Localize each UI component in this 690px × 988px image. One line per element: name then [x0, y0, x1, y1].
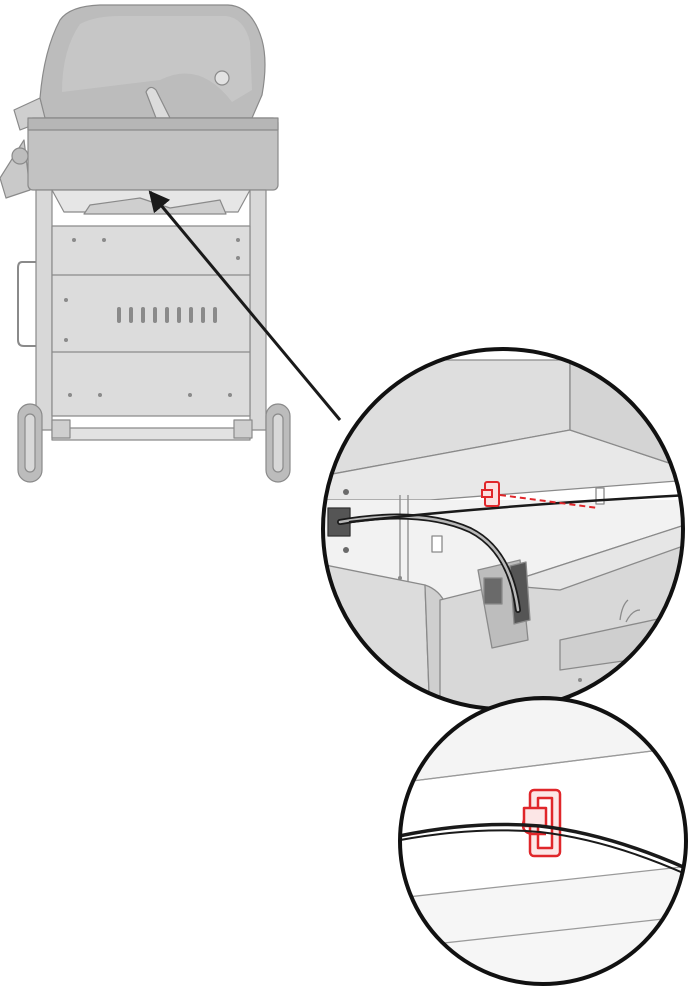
wheel-left: [18, 404, 42, 482]
vents: [117, 307, 217, 323]
detail-2: [380, 698, 690, 988]
knob-left: [12, 148, 28, 164]
clip-icon: [482, 482, 499, 506]
wheel-right: [266, 404, 290, 482]
cabinet-back: [52, 226, 250, 416]
frame-left-leg: [36, 190, 52, 430]
grill: [0, 5, 290, 482]
tank-handle: [18, 262, 36, 346]
detail-1: [300, 349, 690, 720]
thermometer: [215, 71, 229, 85]
frame-right-leg: [250, 190, 266, 430]
